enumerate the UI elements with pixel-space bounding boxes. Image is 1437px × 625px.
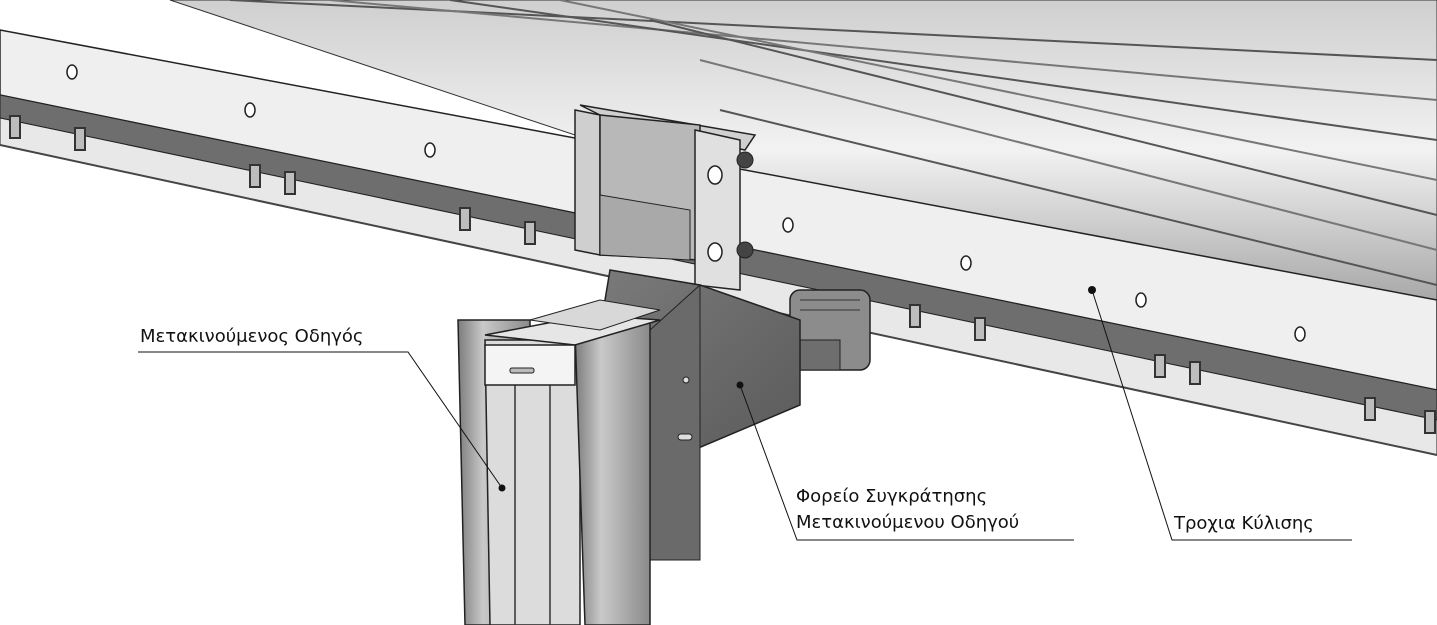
drive-motor (789, 289, 871, 371)
callout-carrier-line1: Φορείο Συγκράτησης (796, 486, 988, 507)
callout-rolling-track: Τροχια Κύλισης (1174, 513, 1314, 534)
moving-guide (457, 299, 661, 625)
callout-carrier-line2: Μετακινούμενου Οδηγού (796, 512, 1020, 533)
roof-profile (169, 0, 1437, 301)
callout-leaders (138, 289, 1352, 541)
callout-moving-guide: Μετακινούμενος Οδηγός (140, 326, 364, 347)
